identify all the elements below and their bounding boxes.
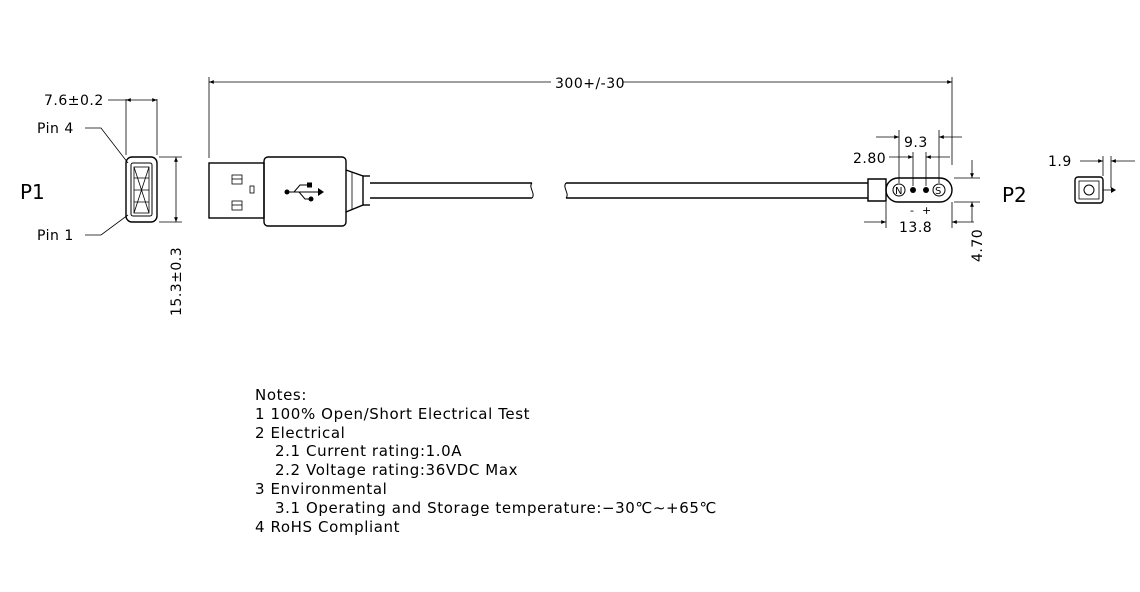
usb-receptacle-slot xyxy=(130,162,153,217)
dim-cable-length: 300+/-30 xyxy=(555,76,625,92)
notes-title: Notes: xyxy=(255,386,307,404)
p2-side-view: 1.9 xyxy=(1048,154,1135,204)
cable xyxy=(370,182,868,199)
pin4-label: Pin 4 xyxy=(37,121,74,137)
note-1: 1 100% Open/Short Electrical Test xyxy=(255,404,531,423)
p2-body xyxy=(885,177,953,203)
pin1-label: Pin 1 xyxy=(37,228,74,244)
p2-pin-s-label: S xyxy=(935,186,941,197)
pin1-leader xyxy=(85,214,129,236)
cable-break-right xyxy=(564,182,568,199)
dim-usb-height: 15.3±0.3 xyxy=(169,247,185,316)
dim-p2-length: 13.8 xyxy=(899,220,932,236)
pin4-leader xyxy=(85,127,129,164)
dim-usb-width: 7.6±0.2 xyxy=(44,93,104,109)
usb-symbol-icon xyxy=(284,182,324,202)
dim-p2-offset: 2.80 xyxy=(853,151,886,167)
dim-p2-height: 4.70 xyxy=(970,229,986,262)
p2-pin-s xyxy=(932,183,946,197)
p2-contact-pos xyxy=(923,187,929,193)
note-4: 4 RoHS Compliant xyxy=(255,517,401,536)
usb-plug-overmold xyxy=(263,156,347,227)
p2-pin-n-label: N xyxy=(895,186,902,197)
dim-p2-depth: 1.9 xyxy=(1048,154,1072,170)
note-3-1: 3.1 Operating and Storage temperature:−3… xyxy=(275,498,717,517)
p2-neg-sign: - xyxy=(910,204,914,217)
dim-p2-pitch: 9.3 xyxy=(904,135,928,151)
note-2: 2 Electrical xyxy=(255,423,346,442)
p2-side-pin xyxy=(1083,184,1095,196)
p2-label: P2 xyxy=(1002,183,1027,207)
overall-length-dim: 300+/-30 xyxy=(208,74,953,165)
p1-end-view: P1 7.6±0.2 Pin 4 Pin 1 15.3±0.3 xyxy=(20,93,185,316)
note-2-1: 2.1 Current rating:1.0A xyxy=(275,442,463,461)
p2-pin-n xyxy=(892,183,906,197)
p2-contact-neg xyxy=(910,187,916,193)
note-2-2: 2.2 Voltage rating:36VDC Max xyxy=(275,461,519,480)
usb-receptacle-outline xyxy=(125,156,158,223)
p2-connector: N S - + P2 9.3 2.80 13.8 4.70 xyxy=(853,130,1027,262)
notes-block: Notes: 1 100% Open/Short Electrical Test… xyxy=(255,386,717,536)
note-3: 3 Environmental xyxy=(255,479,388,498)
strain-relief xyxy=(345,169,364,213)
p1-label: P1 xyxy=(20,180,45,204)
usb-a-plug xyxy=(208,156,370,227)
cable-break-left xyxy=(530,182,534,199)
p2-pos-sign: + xyxy=(922,204,931,217)
usb-contacts xyxy=(134,177,149,203)
